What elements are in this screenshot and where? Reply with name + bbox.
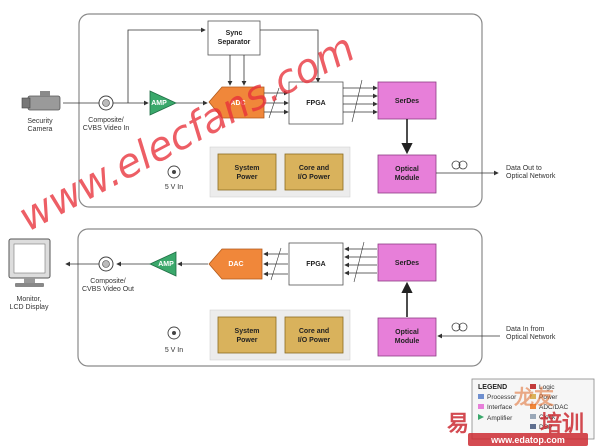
composite-out-label-2: CVBS Video Out [82, 286, 134, 293]
fiber-icon-bottom [451, 322, 468, 332]
legend-swatch-power [530, 394, 536, 399]
system-power-top [217, 153, 277, 191]
watermark-brand-2: 龙友 [514, 385, 554, 409]
watermark-brand-cn-2: 培训 [540, 411, 584, 437]
watermark-url: www.edatop.com [490, 435, 565, 445]
legend-swatch-processor [478, 394, 484, 399]
fpga-dac-bus [263, 247, 288, 281]
legend-item: Processor [487, 394, 517, 401]
legend-swatch-amplifier [478, 414, 484, 420]
core-power-top [284, 153, 344, 191]
dac-block: DAC [208, 248, 263, 280]
legend-item: ADC/DAC [539, 404, 569, 411]
camera-label-2: Camera [28, 126, 53, 133]
fpga-label-top: FPGA [306, 100, 325, 107]
dac-label: DAC [228, 261, 243, 268]
watermark-url-bar [468, 433, 588, 446]
legend-swatch-adc-dac [530, 404, 536, 409]
serdes-label-top: SerDes [395, 98, 419, 105]
security-camera-icon [21, 91, 61, 111]
legend-item: DSP [539, 424, 552, 431]
composite-in-label-1: Composite/ [88, 117, 123, 124]
core-power-top-label-1: Core and [299, 165, 329, 172]
video-in-connector-icon [98, 95, 114, 111]
data-in-label-1: Data In from [506, 326, 545, 333]
adc-label: ADC [230, 100, 245, 107]
core-power-bottom [284, 316, 344, 354]
amp-block-bottom: AMP [149, 251, 177, 277]
monitor-icon [8, 238, 51, 287]
optical-module-top [377, 154, 437, 194]
amp-block: AMP [149, 90, 177, 116]
amp-label: AMP [151, 100, 167, 107]
legend-swatch-interface [478, 404, 484, 409]
monitor-label-2: LCD Display [10, 304, 49, 311]
data-out-label-1: Data Out to [506, 165, 542, 172]
legend-item: Interface [487, 404, 513, 411]
data-out-label-2: Optical Network [506, 173, 556, 180]
adc-block: ADC [208, 86, 265, 119]
core-power-bottom-label-2: I/O Power [298, 337, 331, 344]
legend-swatch-logic [530, 384, 536, 389]
optical-module-bottom [377, 317, 437, 357]
serdes-block-bottom [377, 243, 437, 282]
legend: LEGEND Processor Interface Amplifier Log… [471, 378, 595, 440]
video-out-connector-icon [98, 256, 114, 272]
serdes-label-bottom: SerDes [395, 260, 419, 267]
legend-item: Amplifier [487, 415, 513, 422]
legend-item: Power [539, 394, 558, 401]
5v-connector-top-icon [167, 165, 181, 179]
system-power-bottom-label-2: Power [236, 337, 257, 344]
5v-in-top: 5 V In [165, 184, 183, 191]
serdes-block-top [377, 81, 437, 120]
watermark-brand-cn: 易 [447, 412, 469, 437]
sync-separator-block [207, 20, 261, 56]
adc-fpga-bus [264, 87, 289, 119]
sync-label-2: Separator [218, 39, 251, 46]
data-in-label-2: Optical Network [506, 334, 556, 341]
legend-title: LEGEND [478, 384, 507, 391]
fpga-block-bottom [288, 242, 344, 286]
optical-label-bottom-2: Module [395, 338, 420, 345]
sync-label-1: Sync [226, 30, 243, 37]
5v-connector-bottom-icon [167, 326, 181, 340]
fpga-block-top [288, 81, 344, 125]
video-to-sync [127, 27, 206, 103]
system-power-top-label-2: Power [236, 174, 257, 181]
optical-label-bottom-1: Optical [395, 329, 419, 336]
fiber-icon-top [451, 160, 468, 170]
core-power-bottom-label-1: Core and [299, 328, 329, 335]
composite-in-label-2: CVBS Video In [83, 125, 130, 132]
composite-out-label-1: Composite/ [90, 278, 125, 285]
core-power-top-label-2: I/O Power [298, 174, 331, 181]
monitor-label-1: Monitor, [17, 296, 42, 303]
optical-label-top-1: Optical [395, 166, 419, 173]
fpga-serdes-bus [343, 79, 378, 123]
serdes-fpga-bus [344, 241, 377, 283]
optical-label-top-2: Module [395, 175, 420, 182]
fpga-label-bottom: FPGA [306, 261, 325, 268]
legend-item: Logic [539, 384, 555, 391]
legend-swatch-clock [530, 414, 536, 419]
system-power-bottom [217, 316, 277, 354]
legend-item: Clock [539, 414, 556, 421]
system-power-top-label-1: System [235, 165, 260, 172]
system-power-bottom-label-1: System [235, 328, 260, 335]
legend-swatch-dsp [530, 424, 536, 429]
camera-label-1: Security [27, 118, 53, 125]
sync-to-fpga [260, 29, 321, 83]
5v-in-bottom: 5 V In [165, 347, 183, 354]
amp-bottom-label: AMP [158, 261, 174, 268]
